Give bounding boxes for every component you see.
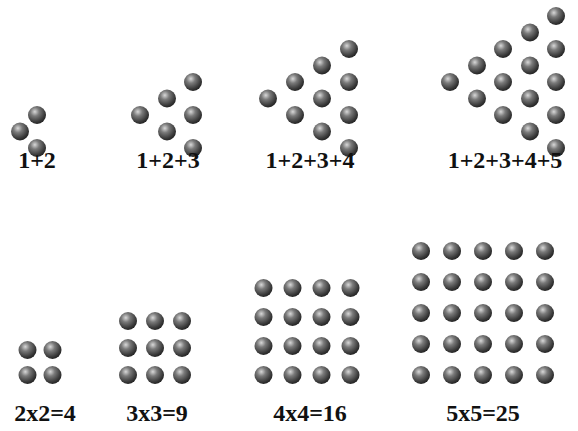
sphere-dot — [286, 106, 304, 124]
sphere-dot — [443, 335, 461, 353]
sphere-dot — [313, 57, 331, 75]
sphere-dot — [19, 341, 37, 359]
sphere-dot — [547, 106, 565, 124]
sphere-dot — [505, 242, 523, 260]
sphere-dot — [313, 90, 331, 108]
sphere-dot — [521, 57, 539, 75]
sphere-dot — [474, 366, 492, 384]
sphere-dot — [146, 339, 164, 357]
sphere-dot — [547, 7, 565, 25]
sphere-dot — [474, 304, 492, 322]
sphere-dot — [521, 90, 539, 108]
sphere-dot — [313, 308, 331, 326]
sphere-dot — [286, 73, 304, 91]
sphere-dot — [184, 106, 202, 124]
sphere-dot — [158, 90, 176, 108]
sphere-dot — [119, 366, 137, 384]
sphere-dot — [313, 337, 331, 355]
sphere-dot — [259, 90, 277, 108]
sphere-dot — [173, 339, 191, 357]
sphere-dot — [146, 312, 164, 330]
sphere-dot — [284, 337, 302, 355]
sum-label: 5x5=25 — [446, 401, 520, 425]
sum-label: 2x2=4 — [14, 401, 76, 425]
sum-label: 1+2+3 — [136, 148, 199, 172]
sphere-dot — [505, 335, 523, 353]
sphere-dot — [44, 366, 62, 384]
sphere-dot — [494, 106, 512, 124]
sphere-dot — [443, 304, 461, 322]
sphere-dot — [494, 73, 512, 91]
sphere-dot — [19, 366, 37, 384]
sphere-dot — [284, 279, 302, 297]
sphere-dot — [468, 90, 486, 108]
sphere-dot — [131, 106, 149, 124]
sphere-dot — [119, 312, 137, 330]
sphere-dot — [505, 304, 523, 322]
sphere-dot — [340, 73, 358, 91]
sphere-dot — [412, 335, 430, 353]
sphere-dot — [313, 279, 331, 297]
sphere-dot — [11, 123, 29, 141]
sphere-dot — [44, 341, 62, 359]
sphere-dot — [441, 73, 459, 91]
sphere-dot — [474, 242, 492, 260]
sum-label: 1+2 — [18, 148, 56, 172]
sphere-dot — [146, 366, 164, 384]
sphere-dot — [412, 242, 430, 260]
sphere-dot — [536, 273, 554, 291]
sphere-dot — [412, 366, 430, 384]
sphere-dot — [284, 308, 302, 326]
sum-label: 4x4=16 — [273, 401, 347, 425]
sphere-dot — [342, 308, 360, 326]
sphere-dot — [443, 242, 461, 260]
sphere-dot — [536, 304, 554, 322]
sphere-dot — [340, 40, 358, 58]
sphere-dot — [313, 366, 331, 384]
sum-label: 3x3=9 — [126, 401, 188, 425]
sphere-dot — [255, 337, 273, 355]
sphere-dot — [342, 279, 360, 297]
sphere-dot — [505, 366, 523, 384]
sphere-dot — [119, 339, 137, 357]
sphere-dot — [521, 24, 539, 42]
sphere-dot — [412, 273, 430, 291]
sphere-dot — [342, 337, 360, 355]
sphere-dot — [443, 366, 461, 384]
sphere-dot — [173, 312, 191, 330]
sphere-dot — [284, 366, 302, 384]
sum-label: 1+2+3+4 — [265, 148, 354, 172]
sphere-dot — [505, 273, 523, 291]
sphere-dot — [255, 279, 273, 297]
sphere-dot — [474, 273, 492, 291]
sphere-dot — [313, 123, 331, 141]
sphere-dot — [173, 366, 191, 384]
sphere-dot — [342, 366, 360, 384]
sphere-dot — [158, 123, 176, 141]
sphere-dot — [443, 273, 461, 291]
sphere-dot — [28, 106, 46, 124]
sphere-dot — [340, 106, 358, 124]
sphere-dot — [547, 40, 565, 58]
sphere-dot — [536, 366, 554, 384]
sphere-dot — [547, 73, 565, 91]
sphere-dot — [536, 335, 554, 353]
sphere-dot — [412, 304, 430, 322]
sphere-dot — [255, 366, 273, 384]
sphere-dot — [255, 308, 273, 326]
sphere-dot — [521, 123, 539, 141]
sphere-dot — [536, 242, 554, 260]
sum-label: 1+2+3+4+5 — [448, 148, 563, 172]
sphere-dot — [184, 73, 202, 91]
sphere-dot — [474, 335, 492, 353]
sphere-dot — [468, 57, 486, 75]
sphere-dot — [494, 40, 512, 58]
